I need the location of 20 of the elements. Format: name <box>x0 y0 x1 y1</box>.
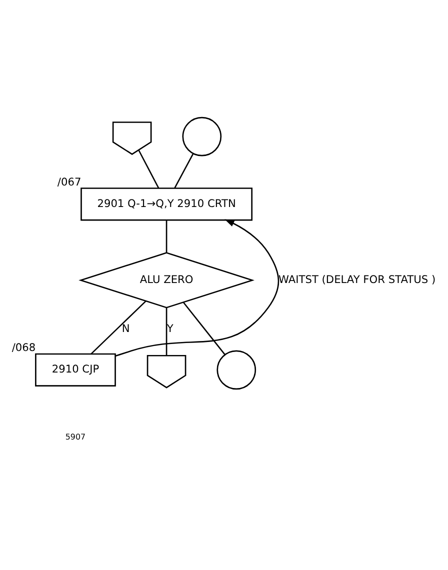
edge-label: Y <box>166 322 174 334</box>
connector <box>182 301 226 354</box>
node-circle <box>182 116 222 156</box>
edge-label: WAITST (DELAY FOR STATUS ) <box>278 273 436 286</box>
node-offpage <box>112 121 152 155</box>
node-box: 2910 CJP <box>35 352 116 386</box>
node-label: /068 <box>12 342 36 354</box>
connector <box>138 149 160 188</box>
arrow <box>115 218 280 356</box>
node-diamond: ALU ZERO <box>78 252 254 308</box>
label: 5907 <box>65 432 86 441</box>
connector <box>166 307 168 355</box>
node-offpage <box>146 354 186 388</box>
connector <box>174 152 194 188</box>
node-box: 2901 Q-1→Q,Y 2910 CRTN <box>80 187 252 220</box>
connector <box>90 300 146 354</box>
node-circle <box>216 350 256 390</box>
node-label: /067 <box>57 176 82 188</box>
connector <box>166 220 168 252</box>
edge-label: N <box>122 322 130 334</box>
